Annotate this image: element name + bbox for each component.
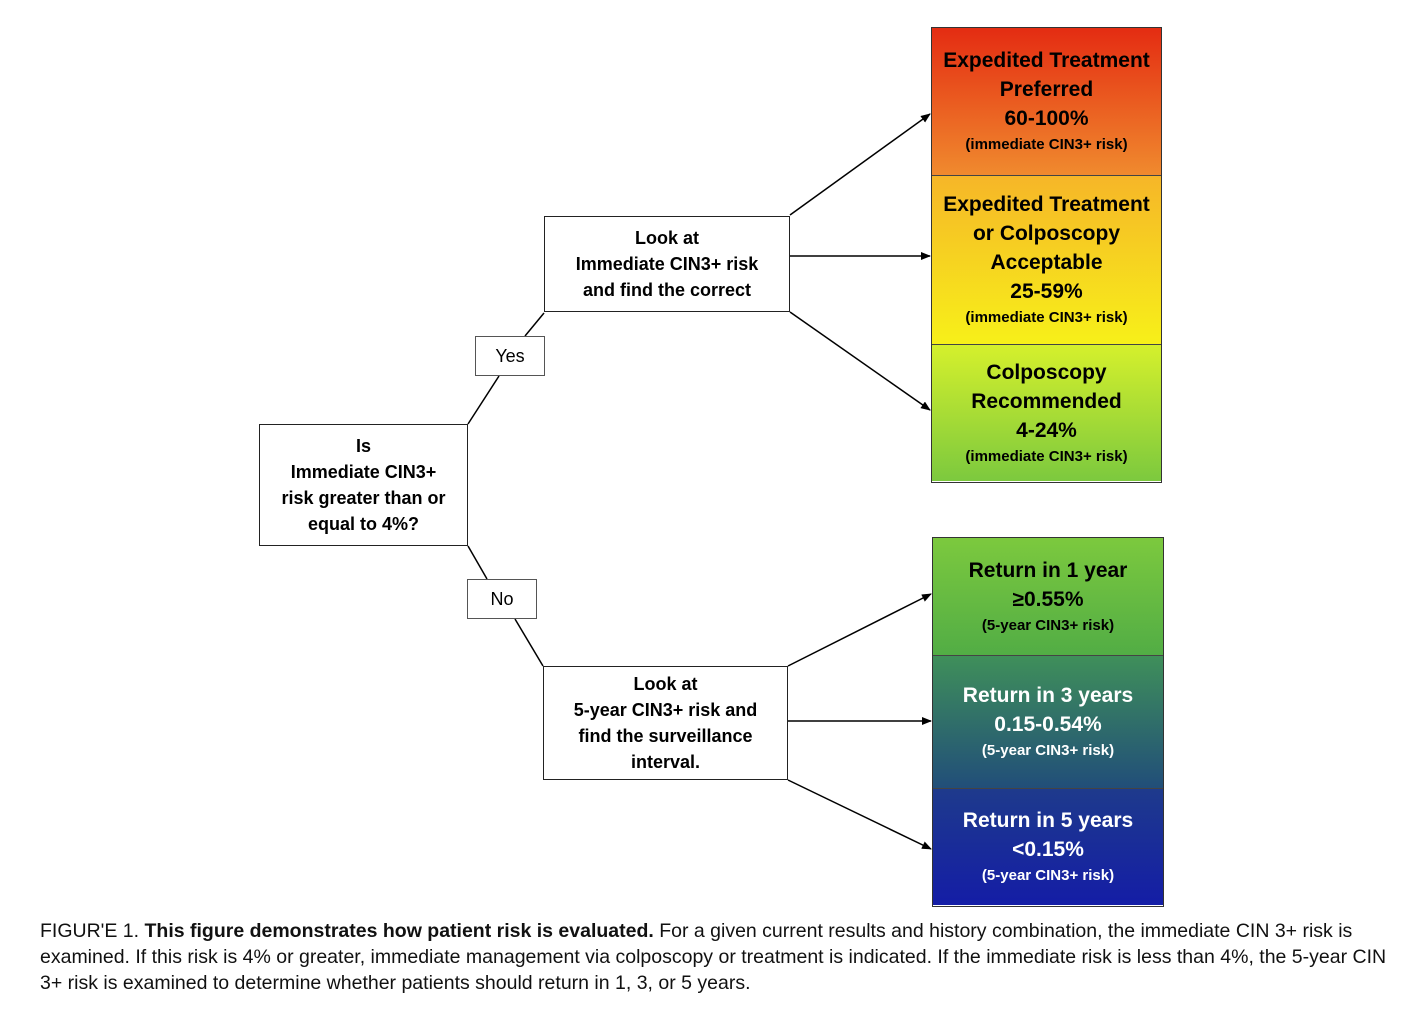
outcome-title-line: Expedited Treatment <box>943 193 1150 216</box>
step-line: Look at <box>634 228 699 248</box>
yes-connector-upper <box>524 312 545 337</box>
step-line: and find the correct <box>582 280 752 300</box>
arrow-to-return-1-year <box>787 593 932 667</box>
outcome-risk-range: ≥0.55% <box>1012 587 1084 611</box>
step-line: interval. <box>630 752 701 772</box>
outcome-title-line: Acceptable <box>990 251 1103 274</box>
no-connector-upper <box>467 545 488 580</box>
outcome-risk-range: <0.15% <box>1012 838 1084 861</box>
outcome-risk-range: 4-24% <box>1016 418 1077 442</box>
outcome-colposcopy-recommended: Colposcopy Recommended 4-24% (immediate … <box>932 344 1161 481</box>
question-line: equal to 4%? <box>307 514 419 534</box>
question-line: Immediate CIN3+ <box>290 462 437 482</box>
outcome-return-1-year: Return in 1 year ≥0.55% (5-year CIN3+ ri… <box>933 538 1163 655</box>
decision-question-box: Is Immediate CIN3+ risk greater than or … <box>259 424 468 546</box>
outcome-risk-note: (5-year CIN3+ risk) <box>981 867 1115 884</box>
outcome-title-line: Return in 3 years <box>962 684 1134 707</box>
step-line: Look at <box>633 674 698 694</box>
arrow-to-expedited-treatment <box>789 113 931 216</box>
outcome-risk-note: (immediate CIN3+ risk) <box>965 309 1128 326</box>
caption-label: FIGUR'E 1. <box>40 920 140 942</box>
figure-caption: FIGUR'E 1. This figure demonstrates how … <box>40 918 1390 996</box>
outcome-risk-note: (immediate CIN3+ risk) <box>965 447 1128 465</box>
no-branch-label: No <box>467 579 537 619</box>
outcome-return-3-years: Return in 3 years 0.15-0.54% (5-year CIN… <box>933 655 1163 788</box>
outcome-title-line: Recommended <box>971 389 1122 413</box>
yes-branch-label: Yes <box>475 336 545 376</box>
outcome-title-line: Colposcopy <box>986 360 1107 384</box>
outcome-risk-range: 25-59% <box>1010 280 1083 303</box>
outcome-risk-range: 60-100% <box>1004 107 1089 130</box>
arrow-to-return-5-years <box>787 779 932 850</box>
caption-body: For a given current results and history … <box>40 920 1387 994</box>
outcome-return-5-years: Return in 5 years <0.15% (5-year CIN3+ r… <box>933 788 1163 905</box>
outcome-risk-range: 0.15-0.54% <box>994 713 1102 736</box>
step-line: Immediate CIN3+ risk <box>575 254 759 274</box>
outcome-expedited-treatment-or-colposcopy: Expedited Treatment or Colposcopy Accept… <box>932 175 1161 344</box>
outcome-title-line: Preferred <box>999 78 1094 101</box>
outcome-title-line: Expedited Treatment <box>943 49 1150 72</box>
step-line: find the surveillance <box>578 726 753 746</box>
yes-connector-lower <box>467 375 500 425</box>
outcome-risk-note: (immediate CIN3+ risk) <box>965 136 1128 153</box>
immediate-risk-step-box: Look at Immediate CIN3+ risk and find th… <box>544 216 790 312</box>
outcome-title-line: Return in 1 year <box>968 558 1128 582</box>
step-line: 5-year CIN3+ risk and <box>573 700 758 720</box>
question-line: Is <box>355 436 371 456</box>
outcome-expedited-treatment-preferred: Expedited Treatment Preferred 60-100% (i… <box>932 28 1161 175</box>
five-year-outcomes-column: Return in 1 year ≥0.55% (5-year CIN3+ ri… <box>932 537 1164 907</box>
question-line: risk greater than or <box>281 488 446 508</box>
outcome-title-line: Return in 5 years <box>962 809 1134 832</box>
outcome-risk-note: (5-year CIN3+ risk) <box>981 616 1115 634</box>
arrow-to-colposcopy-recommended <box>789 311 931 411</box>
immediate-outcomes-column: Expedited Treatment Preferred 60-100% (i… <box>931 27 1162 483</box>
five-year-risk-step-box: Look at 5-year CIN3+ risk and find the s… <box>543 666 788 780</box>
caption-title: This figure demonstrates how patient ris… <box>144 920 654 942</box>
outcome-risk-note: (5-year CIN3+ risk) <box>981 742 1115 759</box>
no-connector-lower <box>514 618 544 667</box>
outcome-title-line: or Colposcopy <box>972 222 1120 245</box>
